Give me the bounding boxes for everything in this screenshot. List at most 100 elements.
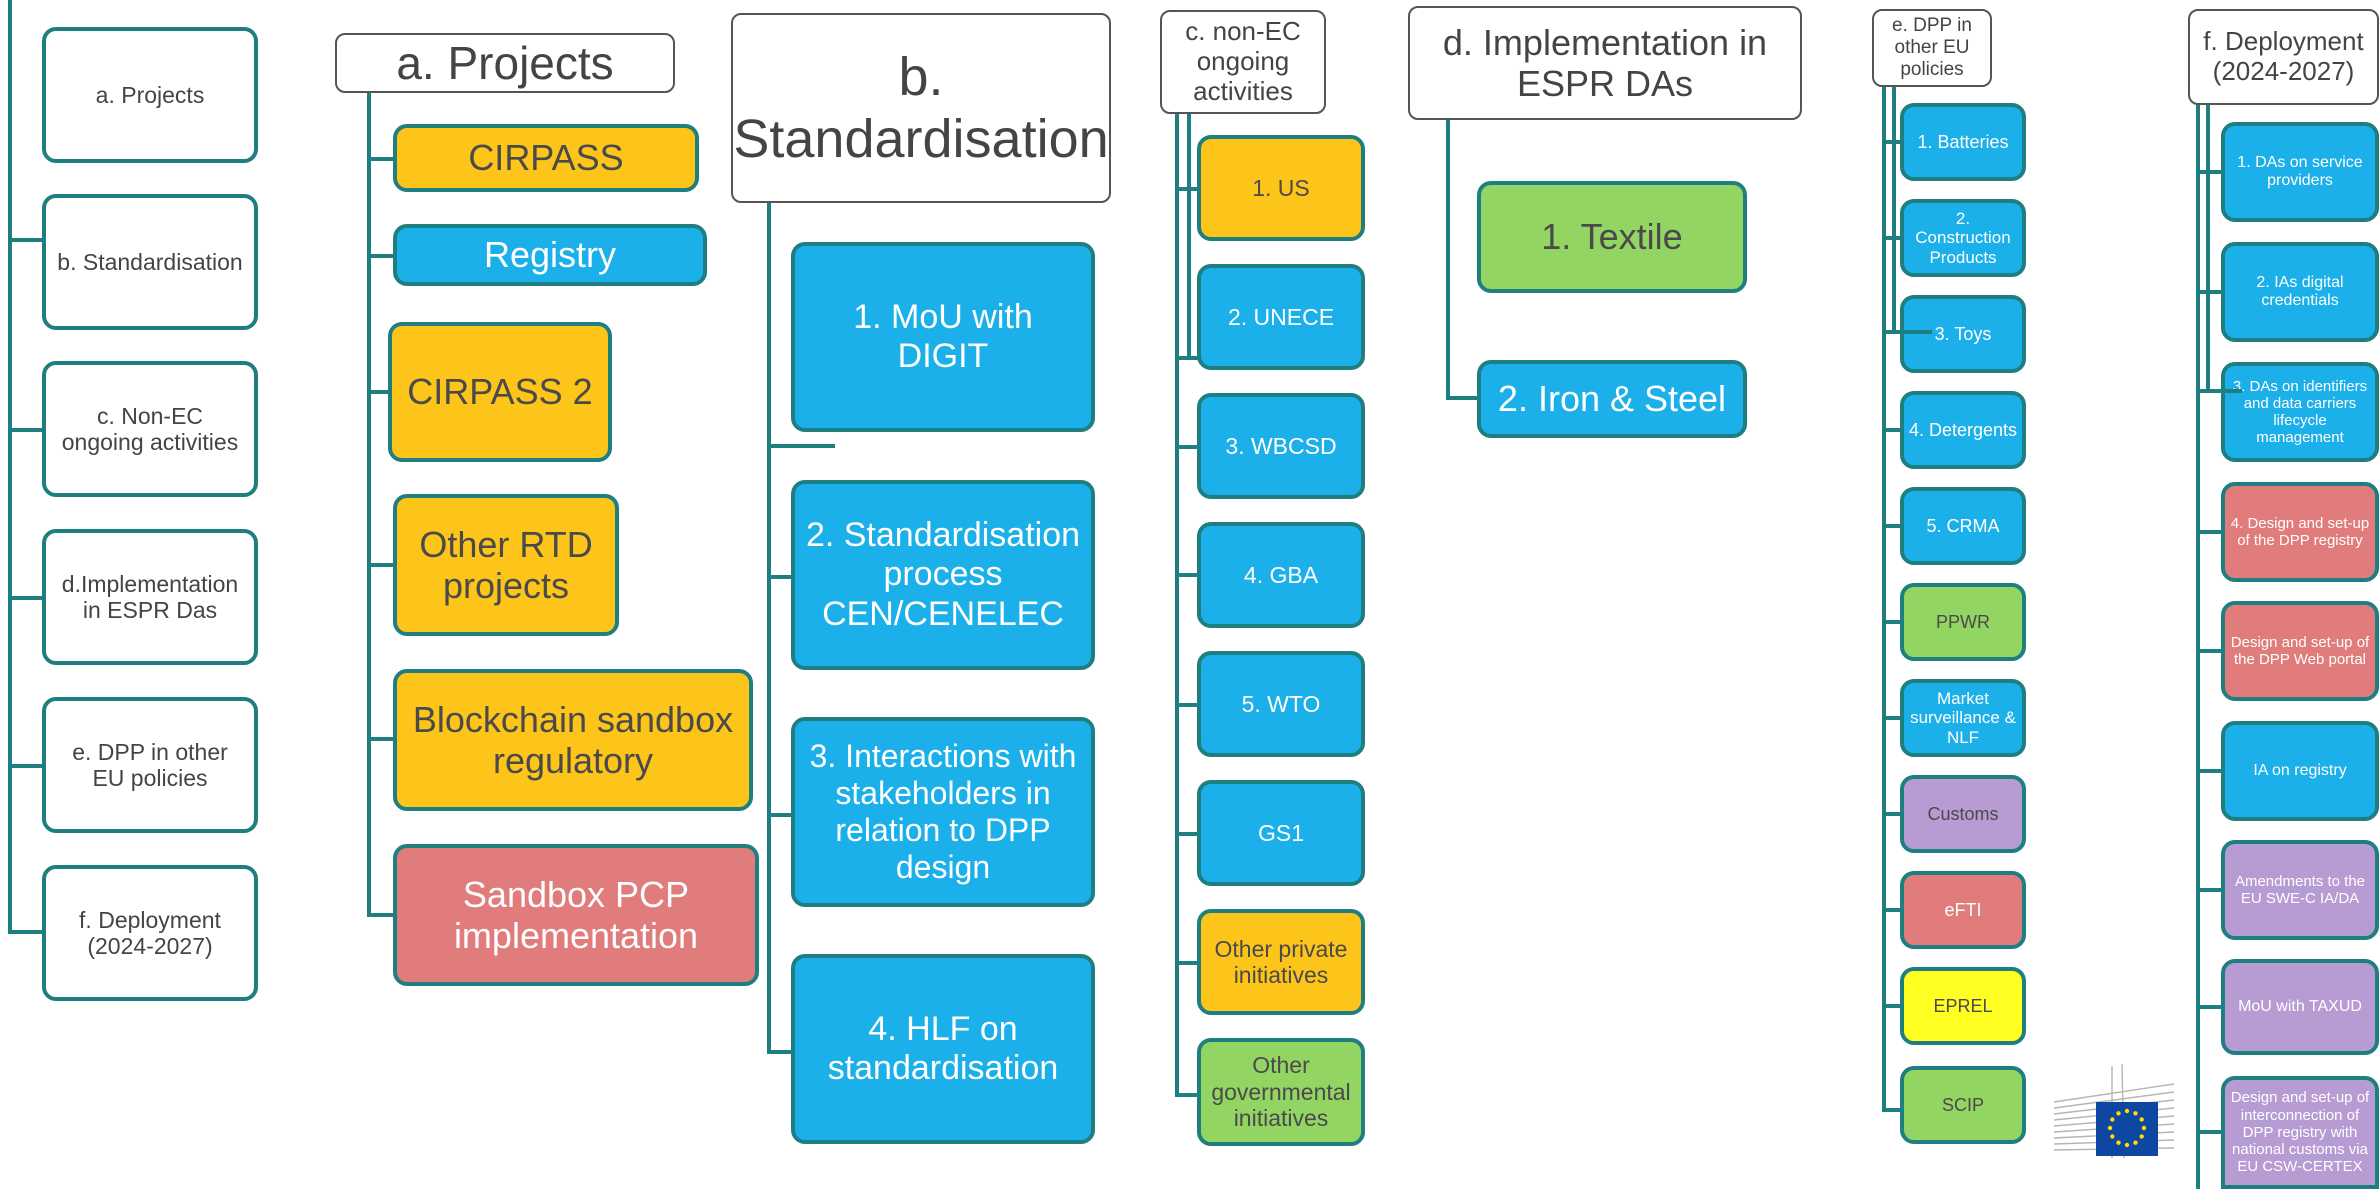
non-ec-connector-h (1175, 573, 1197, 577)
overview-connector-vertical (8, 0, 12, 932)
non-ec-item-label: Other private initiatives (1214, 935, 1348, 988)
deployment-connector-h (2196, 888, 2221, 892)
dpp-policy-efti: eFTI (1900, 871, 2026, 949)
standardisation-connector-h (767, 813, 791, 817)
dpp-policy-scip: SCIP (1900, 1066, 2026, 1144)
project-label: Blockchain sandbox regulatory (412, 698, 734, 781)
dpp-policy-label: 2. Construction Products (1915, 208, 2011, 267)
dpp-policy-label: eFTI (1944, 899, 1982, 920)
overview-connector-h (8, 764, 42, 768)
overview-item-deployment: f. Deployment (2024-2027) (42, 865, 258, 1001)
standardisation-connector-h (767, 444, 835, 448)
dpp-policy-customs: Customs (1900, 775, 2026, 853)
dpp-policies-header: e. DPP in other EU policies (1872, 9, 1992, 87)
non-ec-connector-vertical (1175, 114, 1179, 1097)
project-label: CIRPASS 2 (407, 371, 593, 413)
non-ec-gs1: GS1 (1197, 780, 1365, 886)
dpp-policy-crma: 5. CRMA (1900, 487, 2026, 565)
overview-connector-h (8, 428, 42, 432)
overview-item-standardisation: b. Standardisation (42, 194, 258, 330)
deployment-connector-h (2196, 389, 2242, 393)
non-ec-other-private: Other private initiatives (1197, 909, 1365, 1015)
deployment-item-label: 2. IAs digital credentials (2256, 273, 2344, 309)
overview-item-label: c. Non-EC ongoing activities (61, 402, 239, 455)
deployment-connector-vertical-inner (2206, 105, 2210, 391)
non-ec-connector-vertical-inner (1187, 114, 1191, 358)
deployment-connector-h (2196, 290, 2221, 294)
implementation-connector-h (1446, 396, 1478, 400)
overview-item-dpp-policies: e. DPP in other EU policies (42, 697, 258, 833)
standardisation-item-label: 1. MoU with DIGIT (853, 297, 1033, 375)
projects-connector-h (367, 254, 393, 258)
dpp-policy-label: 4. Detergents (1908, 419, 2018, 440)
dpp-policy-construction: 2. Construction Products (1900, 199, 2026, 277)
dpp-policy-detergents: 4. Detergents (1900, 391, 2026, 469)
non-ec-header: c. non-EC ongoing activities (1160, 10, 1326, 114)
project-cirpass: CIRPASS (393, 124, 699, 192)
overview-item-implementation: d.Implementation in ESPR Das (42, 529, 258, 665)
deployment-das-service-providers: 1. DAs on service providers (2221, 122, 2379, 222)
dpp-policies-header-label: e. DPP in other EU policies (1892, 15, 1972, 80)
dpp-policy-label: SCIP (1941, 1094, 1984, 1115)
deployment-connector-h (2196, 530, 2221, 534)
deployment-item-label: Amendments to the EU SWE-C IA/DA (2234, 872, 2366, 907)
dpp-policy-ppwr: PPWR (1900, 583, 2026, 661)
deployment-ia-registry: IA on registry (2221, 721, 2379, 821)
non-ec-item-label: GS1 (1257, 819, 1305, 846)
non-ec-header-label: c. non-EC ongoing activities (1185, 16, 1301, 106)
overview-item-label: a. Projects (95, 81, 205, 108)
non-ec-item-label: 2. UNECE (1227, 303, 1335, 330)
non-ec-item-label: Other governmental initiatives (1211, 1052, 1351, 1132)
dpp-policy-batteries: 1. Batteries (1900, 103, 2026, 181)
implementation-header: d. Implementation in ESPR DAs (1408, 6, 1802, 120)
implementation-iron-steel: 2. Iron & Steel (1477, 360, 1747, 438)
deployment-header: f. Deployment (2024-2027) (2188, 9, 2379, 105)
dpp-policies-connector-h (1882, 716, 1900, 720)
projects-connector-h (367, 913, 393, 917)
project-registry: Registry (393, 224, 707, 286)
standardisation-item-label: 3. Interactions with stakeholders in rel… (809, 738, 1077, 885)
deployment-amendments-swe-c: Amendments to the EU SWE-C IA/DA (2221, 840, 2379, 940)
dpp-policy-eprel: EPREL (1900, 967, 2026, 1045)
deployment-item-label: 1. DAs on service providers (2237, 153, 2363, 189)
projects-header: a. Projects (335, 33, 675, 93)
project-cirpass-2: CIRPASS 2 (388, 322, 612, 462)
standardisation-item-label: 4. HLF on standardisation (827, 1009, 1059, 1087)
overview-connector-h (8, 238, 74, 242)
non-ec-item-label: 5. WTO (1241, 690, 1321, 717)
projects-connector-h (367, 563, 393, 567)
deployment-mou-taxud: MoU with TAXUD (2221, 959, 2379, 1055)
dpp-policies-connector-vertical-inner (1892, 87, 1896, 331)
european-commission-logo-icon (2052, 1062, 2176, 1160)
non-ec-item-label: 4. GBA (1243, 561, 1319, 588)
implementation-header-label: d. Implementation in ESPR DAs (1442, 21, 1768, 104)
dpp-policies-connector-h (1882, 620, 1900, 624)
dpp-policy-label: Market surveillance & NLF (1910, 688, 2016, 747)
deployment-item-label: Design and set-up of the DPP Web portal (2230, 633, 2370, 668)
overview-connector-h (8, 930, 42, 934)
projects-connector-h (367, 390, 389, 394)
non-ec-connector-h (1175, 1093, 1197, 1097)
projects-connector-h (367, 157, 393, 161)
deployment-item-label: Design and set-up of interconnection of … (2230, 1089, 2370, 1176)
deployment-header-label: f. Deployment (2024-2027) (2203, 26, 2364, 86)
dpp-policy-label: 1. Batteries (1917, 131, 2009, 152)
deployment-connector-h (2196, 769, 2221, 773)
deployment-item-label: IA on registry (2253, 761, 2347, 779)
deployment-item-label: 3. DAs on identifiers and data carriers … (2232, 377, 2368, 447)
deployment-item-label: MoU with TAXUD (2238, 997, 2362, 1015)
project-label: CIRPASS (468, 137, 624, 179)
standardisation-hlf: 4. HLF on standardisation (791, 954, 1095, 1144)
dpp-policies-connector-h (1882, 524, 1900, 528)
overview-item-label: f. Deployment (2024-2027) (79, 906, 221, 959)
dpp-policies-connector-h (1882, 140, 1900, 144)
non-ec-connector-h (1175, 961, 1197, 965)
dpp-policy-label: 3. Toys (1934, 323, 1992, 344)
dpp-policies-connector-h (1882, 1004, 1900, 1008)
dpp-policy-label: EPREL (1933, 995, 1993, 1016)
non-ec-connector-h (1175, 445, 1197, 449)
project-label: Registry (483, 234, 617, 276)
project-sandbox-pcp: Sandbox PCP implementation (393, 844, 759, 986)
overview-item-label: d.Implementation in ESPR Das (61, 570, 239, 623)
overview-item-label: e. DPP in other EU policies (72, 738, 228, 791)
